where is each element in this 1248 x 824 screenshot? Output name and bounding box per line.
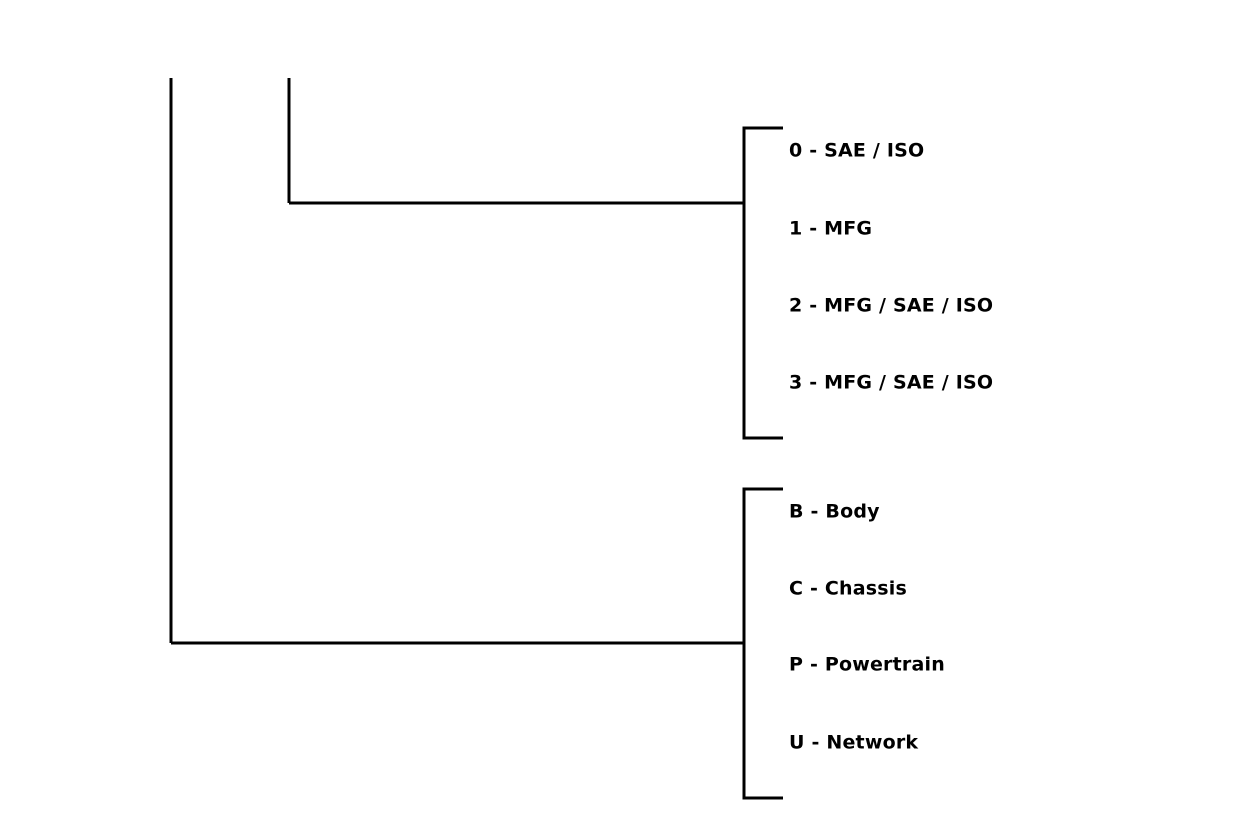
leaf-label-c: C - Chassis — [789, 577, 907, 600]
cluster-bracket-systems — [742, 487, 783, 800]
leaf-label-b: B - Body — [789, 500, 880, 523]
leaf-label-0: 0 - SAE / ISO — [789, 139, 925, 162]
cluster-bracket-standards — [742, 126, 783, 440]
leaf-label-p: P - Powertrain — [789, 653, 945, 676]
leaf-label-1: 1 - MFG — [789, 217, 873, 240]
leaf-label-2: 2 - MFG / SAE / ISO — [789, 294, 994, 317]
leaf-label-u: U - Network — [789, 731, 919, 754]
leaf-label-3: 3 - MFG / SAE / ISO — [789, 371, 994, 394]
